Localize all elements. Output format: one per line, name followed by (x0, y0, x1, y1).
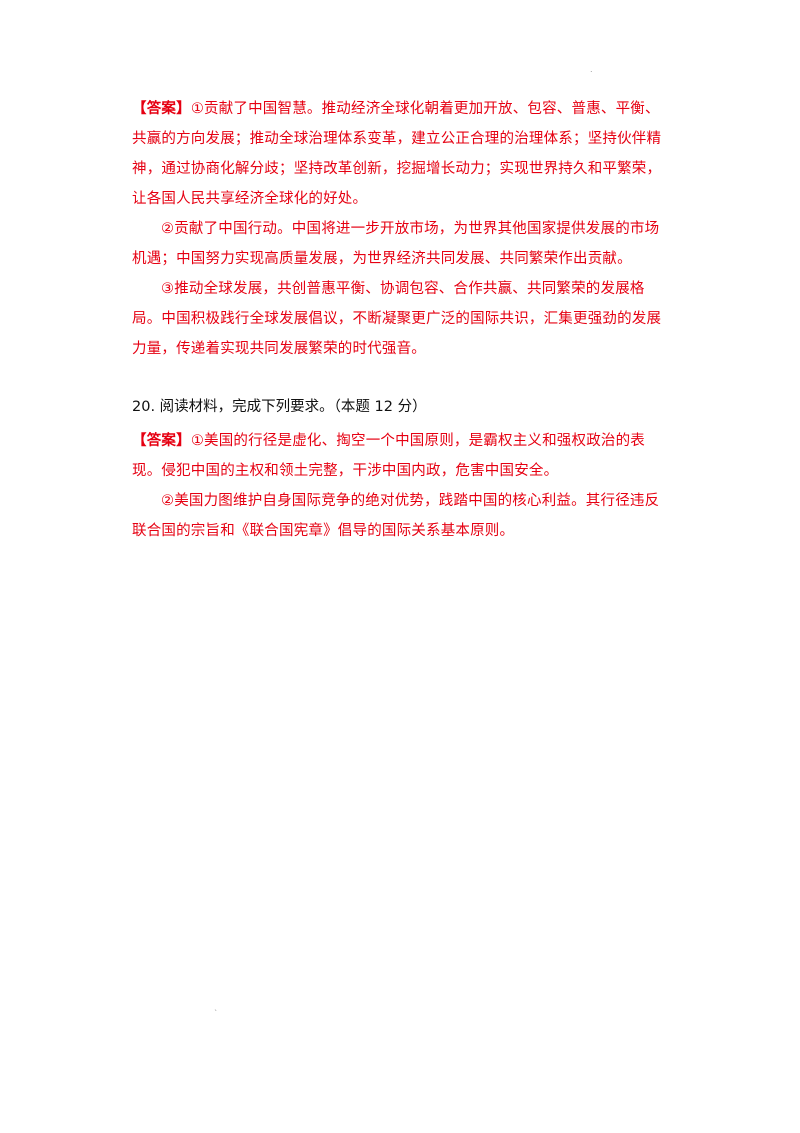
question-20-heading: 20. 阅读材料，完成下列要求。（本题 12 分） (132, 399, 427, 415)
answer-19-paragraph-2: ②贡献了中国行动。中国将进一步开放市场，为世界其他国家提供发展的市场机遇；中国努… (132, 221, 660, 267)
answer-20-block: 【答案】①美国的行径是虚化、掏空一个中国原则，是霸权主义和强权政治的表现。侵犯中… (132, 426, 672, 546)
scan-speck: ` (214, 1009, 218, 1018)
answer-20-text-1: ①美国的行径是虚化、掏空一个中国原则，是霸权主义和强权政治的表现。侵犯中国的主权… (132, 433, 646, 479)
answer-19-paragraph-3: ③推动全球发展，共创普惠平衡、协调包容、合作共赢、共同繁荣的发展格局。中国积极践… (132, 281, 662, 357)
answer-19-text-1: ①贡献了中国智慧。推动经济全球化朝着更加开放、包容、普惠、平衡、共赢的方向发展；… (132, 101, 662, 207)
answer-20-paragraph-2: ②美国力图维护自身国际竞争的绝对优势，践踏中国的核心利益。其行径违反联合国的宗旨… (132, 493, 660, 539)
scan-speck: . (590, 65, 593, 74)
answer-19-block: 【答案】①贡献了中国智慧。推动经济全球化朝着更加开放、包容、普惠、平衡、共赢的方… (132, 94, 672, 364)
answer-19-paragraph-1: 【答案】①贡献了中国智慧。推动经济全球化朝着更加开放、包容、普惠、平衡、共赢的方… (132, 94, 672, 214)
answer-label: 【答案】 (132, 101, 191, 117)
answer-20-paragraph-1: 【答案】①美国的行径是虚化、掏空一个中国原则，是霸权主义和强权政治的表现。侵犯中… (132, 426, 672, 486)
answer-label: 【答案】 (132, 433, 191, 449)
